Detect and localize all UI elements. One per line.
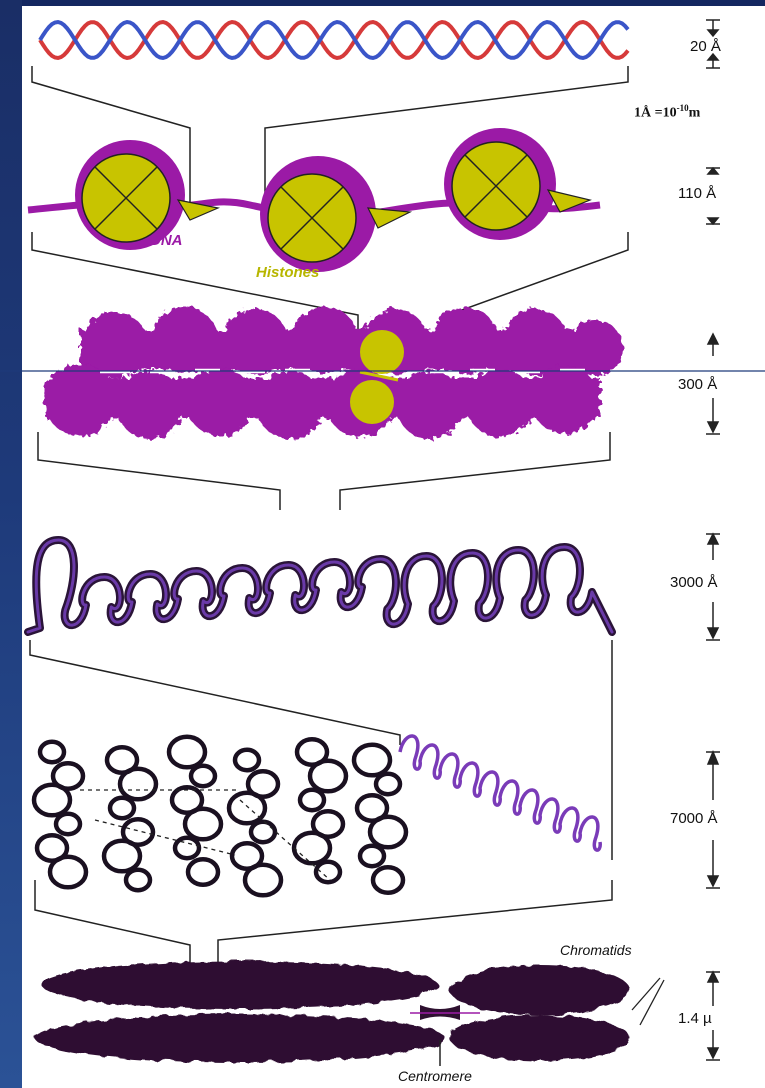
- connector-condensed-chromosome: [35, 880, 612, 965]
- dna-label: DNA: [150, 232, 183, 249]
- dimension-markers: [706, 20, 720, 1060]
- coil-loop-0: [40, 742, 64, 762]
- scaffold-dashes: [80, 790, 330, 880]
- loop-fiber: [28, 540, 612, 632]
- coil-loop-2: [34, 785, 70, 816]
- coil-loop-25: [310, 761, 346, 792]
- coil-loop-26: [300, 790, 324, 810]
- centromere-label: Centromere: [398, 1068, 472, 1084]
- dimension-label-condensed: 7000 Å: [670, 810, 718, 827]
- unit-note-base: 1Å =10: [634, 106, 677, 121]
- coil-loop-28: [294, 833, 330, 864]
- looped-domains: [28, 540, 612, 632]
- coil-loop-17: [188, 859, 218, 885]
- nucleosome-1: [75, 140, 218, 250]
- coil-loop-29: [316, 862, 340, 882]
- coil-loop-35: [373, 867, 403, 893]
- coil-loop-31: [376, 774, 400, 794]
- coil-loop-34: [360, 846, 384, 866]
- coil-loop-13: [191, 766, 215, 786]
- connector-fiber-loops: [38, 432, 610, 510]
- coil-loop-16: [175, 838, 199, 858]
- coil-loop-12: [169, 737, 205, 768]
- coil-loop-3: [56, 814, 80, 834]
- condensed-coils: [34, 737, 406, 896]
- dimension-label-dna: 20 Å: [690, 38, 721, 55]
- coil-loop-20: [229, 793, 265, 824]
- dna-double-helix: [40, 22, 628, 58]
- unit-note-suffix: m: [689, 106, 701, 121]
- dimension-label-solenoid: 300 Å: [678, 376, 717, 393]
- unit-conversion-note: 1Å =10-10m: [634, 103, 700, 122]
- metaphase-chromosome: [35, 961, 664, 1066]
- coil-loop-7: [120, 769, 156, 800]
- coil-loop-10: [104, 841, 140, 872]
- histones-label: Histones: [256, 264, 319, 281]
- coil-loop-8: [110, 798, 134, 818]
- coil-loop-30: [354, 745, 390, 776]
- chromatids-label: Chromatids: [560, 942, 632, 958]
- coil-loop-15: [185, 809, 221, 840]
- coil-loop-5: [50, 857, 86, 888]
- coil-loop-18: [235, 750, 259, 770]
- nucleosome-2: [260, 156, 410, 272]
- nucleosome-string: [28, 128, 600, 272]
- unit-note-exponent: -10: [677, 103, 689, 113]
- dimension-label-chromosome: 1.4 µ: [678, 1010, 712, 1027]
- coil-loop-33: [370, 817, 406, 848]
- coil-loop-23: [245, 865, 281, 896]
- coil-loop-11: [126, 870, 150, 890]
- fiber-histone-bottom: [350, 380, 394, 424]
- uncoiling-fiber: [400, 736, 600, 850]
- coil-loop-21: [251, 822, 275, 842]
- nucleosome-3: [444, 128, 590, 240]
- solenoid-fiber: [44, 307, 623, 439]
- fiber-histone-top: [360, 330, 404, 374]
- dimension-label-loops: 3000 Å: [670, 574, 718, 591]
- dimension-label-nucleosome: 110 Å: [678, 185, 716, 202]
- condensed-section: [34, 736, 600, 895]
